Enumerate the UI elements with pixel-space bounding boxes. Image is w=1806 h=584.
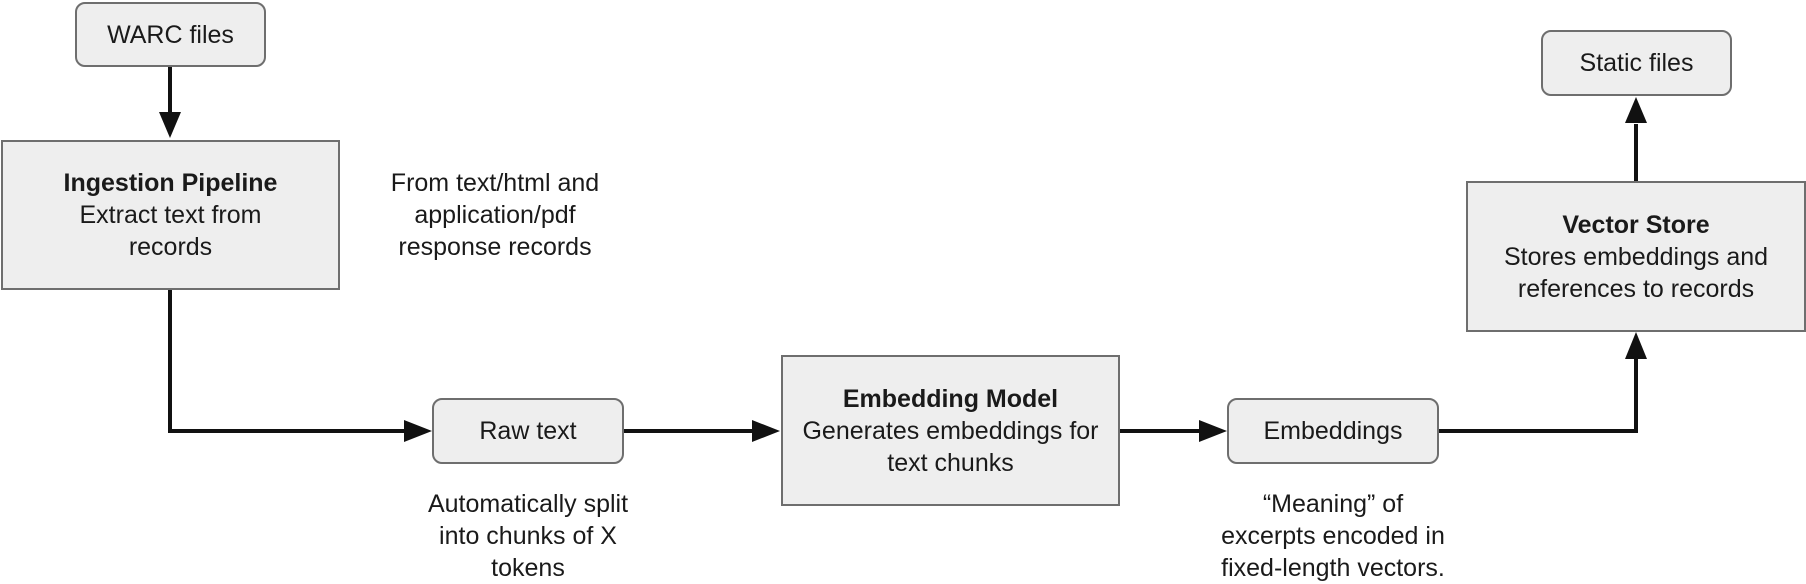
arrowhead-to-embedding-model <box>752 420 780 442</box>
arrowhead-warc-to-ingestion <box>159 112 181 138</box>
warc-files-label: WARC files <box>107 20 234 49</box>
arrowhead-to-raw-text <box>404 420 432 442</box>
arrowhead-to-static-files <box>1625 97 1647 123</box>
embeddings-label: Embeddings <box>1263 417 1403 445</box>
embeddings-node: Embeddings <box>1227 398 1439 464</box>
vector-store-title: Vector Store <box>1562 210 1710 239</box>
warc-files-node: WARC files <box>75 2 266 67</box>
ingestion-pipeline-title: Ingestion Pipeline <box>63 169 278 197</box>
embedding-model-description: Generates embeddings for text chunks <box>802 416 1099 477</box>
vector-store-description: Stores embeddings and references to reco… <box>1503 242 1769 303</box>
arrowhead-to-embeddings <box>1199 420 1227 442</box>
raw-text-note: Automatically split into chunks of X tok… <box>427 490 629 582</box>
arrowhead-to-vector-store <box>1625 332 1647 359</box>
vector-store-node: Vector Store Stores embeddings and refer… <box>1466 181 1806 332</box>
edge-ingestion-to-raw-text <box>168 289 406 433</box>
static-files-label: Static files <box>1579 49 1694 77</box>
ingestion-pipeline-description: Extract text from records <box>79 201 262 261</box>
embedding-model-title: Embedding Model <box>842 384 1059 413</box>
raw-text-node: Raw text <box>432 398 624 464</box>
static-files-node: Static files <box>1541 30 1732 96</box>
embedding-model-node: Embedding Model Generates embeddings for… <box>781 355 1120 506</box>
ingestion-note: From text/html and application/pdf respo… <box>390 169 600 261</box>
ingestion-pipeline-node: Ingestion Pipeline Extract text from rec… <box>1 140 340 290</box>
edge-embeddings-to-vector-store <box>1438 357 1638 433</box>
raw-text-label: Raw text <box>479 417 577 445</box>
embeddings-note: “Meaning” of excerpts encoded in fixed-l… <box>1221 490 1445 582</box>
